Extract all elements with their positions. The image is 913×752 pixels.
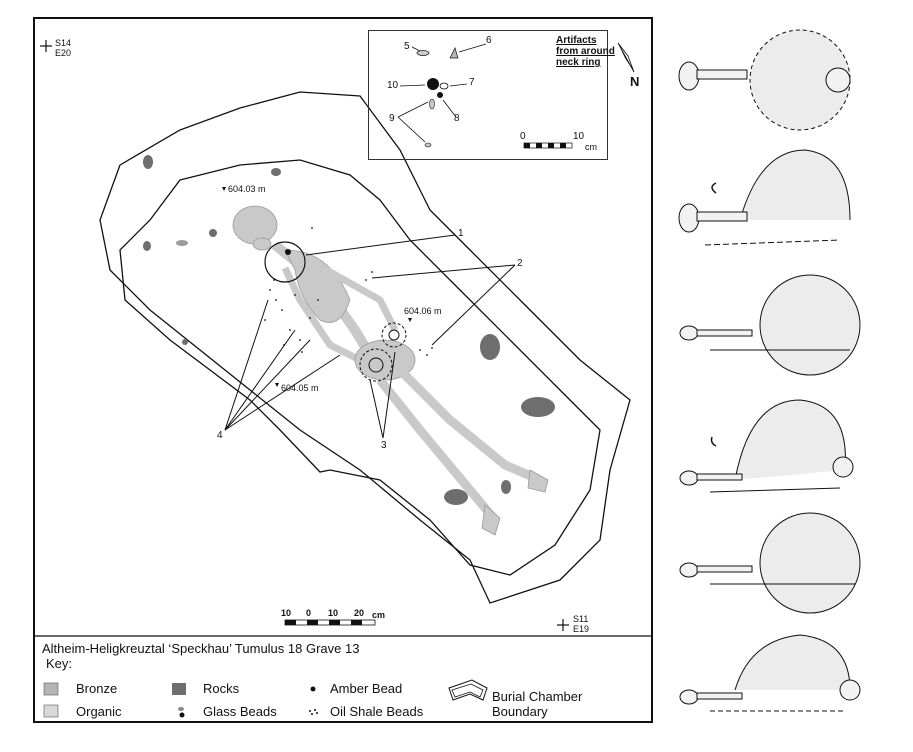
- legend-item-organic: Organic: [76, 704, 122, 719]
- callout-1: 1: [458, 228, 464, 239]
- burial-chamber-symbol: [448, 679, 488, 701]
- inset-label-6: 6: [486, 35, 492, 46]
- inset-label-7: 7: [469, 77, 475, 88]
- inset-title: Artifacts from around neck ring: [556, 35, 615, 68]
- rock: [143, 241, 151, 251]
- rock: [480, 334, 500, 360]
- rock: [521, 397, 555, 417]
- amber-bead: [285, 249, 291, 255]
- legend-item-oil-shale-beads: Oil Shale Beads: [330, 704, 424, 719]
- brooch-drawings: [678, 29, 861, 712]
- north-label: N: [630, 74, 640, 89]
- callout-lines: [224, 234, 516, 439]
- grid-label-e20: E20: [55, 48, 72, 58]
- inset-label-8: 8: [454, 113, 460, 124]
- organic-swatch: [43, 704, 59, 718]
- rocks-swatch: [172, 683, 186, 695]
- legend-item-burial-chamber: Burial Chamber Boundary: [492, 689, 583, 719]
- elevation-label: 604.05 m: [281, 383, 319, 393]
- rock: [209, 229, 217, 237]
- rock: [143, 155, 153, 169]
- scale-tick: 20: [354, 608, 365, 618]
- inset-scale-unit: cm: [585, 142, 597, 152]
- skull: [232, 205, 278, 245]
- burial-chamber-boundary-inner: [119, 159, 601, 576]
- scale-tick: 10: [281, 608, 292, 618]
- inset-label-10: 10: [387, 80, 399, 91]
- grid-label-s11: S11: [573, 614, 589, 624]
- north-arrow: [617, 42, 635, 73]
- left-arm: [298, 251, 399, 332]
- rock: [176, 240, 188, 246]
- right-leg: [376, 377, 499, 523]
- right-arm: [281, 266, 372, 369]
- glass-bead-symbol: [178, 707, 184, 711]
- scale-tick: 10: [328, 608, 339, 618]
- inset-scale-end: 10: [573, 131, 585, 142]
- left-leg: [396, 366, 542, 485]
- legend-item-rocks: Rocks: [203, 681, 240, 696]
- legend-item-amber-bead: Amber Bead: [330, 681, 403, 696]
- rock: [444, 489, 468, 505]
- callout-4: 4: [217, 430, 223, 441]
- legend-item-glass-beads: Glass Beads: [203, 704, 277, 719]
- inset-artifacts: [397, 43, 573, 149]
- legend-key-label: Key:: [46, 656, 73, 671]
- skeleton: [232, 205, 549, 536]
- main-scale-bar: [284, 619, 376, 626]
- scale-tick: 0: [306, 608, 312, 618]
- ribcage: [284, 249, 351, 323]
- bronze-swatch: [43, 682, 59, 696]
- legend-title: Altheim-Heligkreuztal ‘Speckhau’ Tumulus…: [42, 641, 360, 656]
- grid-label-e19: E19: [573, 624, 590, 634]
- scale-unit: cm: [372, 610, 386, 620]
- oil-shale-symbol: [309, 709, 318, 715]
- burial-chamber-boundary-outer: [99, 91, 631, 604]
- neck-ring-circle: [264, 241, 306, 283]
- elevation-label: 604.06 m: [404, 306, 442, 316]
- amber-bead-large: [427, 78, 439, 90]
- amber-bead-symbol: [310, 686, 316, 692]
- foot-left: [527, 469, 549, 493]
- callout-3: 3: [381, 440, 387, 451]
- rock: [271, 168, 281, 176]
- grid-label-s14: S14: [55, 38, 72, 48]
- brooch-circle: [359, 348, 393, 382]
- inset-label-9: 9: [389, 113, 395, 124]
- brooch-circle: [381, 322, 407, 348]
- rock: [182, 339, 188, 345]
- inset-label-5: 5: [404, 41, 410, 52]
- inset-box: [368, 30, 608, 160]
- rock: [501, 480, 511, 494]
- elevation-label: 604.03 m: [228, 184, 266, 194]
- foot-right: [481, 504, 501, 536]
- oil-shale-beads: [264, 227, 433, 356]
- callout-2: 2: [517, 258, 523, 269]
- inset-scale-start: 0: [520, 131, 526, 142]
- site-plan-frame: [33, 17, 653, 723]
- legend-item-bronze: Bronze: [76, 681, 118, 696]
